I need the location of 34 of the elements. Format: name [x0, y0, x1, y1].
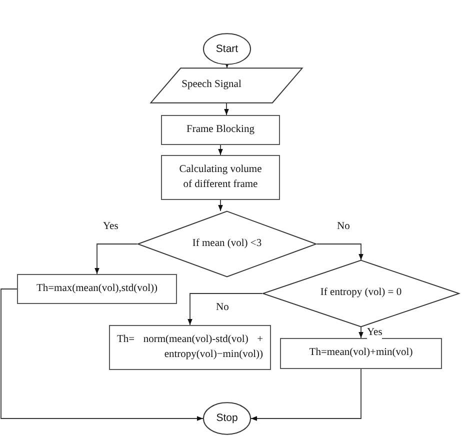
node-label: If entropy (vol) = 0 — [320, 286, 402, 300]
arrow — [250, 368, 362, 421]
terminal-oval — [203, 33, 251, 65]
node-label: Start — [216, 42, 238, 56]
edge-label: Yes — [103, 222, 118, 232]
decision-diamond — [137, 211, 317, 277]
node-label: Th=mean(vol)+min(vol) — [309, 346, 413, 360]
node-label: Th=max(mean(vol),std(vol)) — [36, 282, 158, 296]
arrow — [94, 244, 138, 274]
arrow — [188, 293, 262, 326]
process-box — [161, 155, 280, 200]
process-box — [17, 274, 177, 304]
node-label: Calculating volume of different frame — [178, 163, 263, 192]
arrow — [0, 288, 204, 421]
process-box — [109, 325, 271, 370]
node-label: Stop — [216, 411, 238, 426]
arrow — [224, 102, 229, 116]
arrow — [358, 326, 364, 338]
arrow — [218, 200, 223, 212]
arrow — [316, 244, 364, 260]
arrow — [224, 62, 230, 68]
edge-label: No — [216, 303, 229, 314]
process-box — [161, 115, 280, 145]
input-parallelogram — [150, 68, 303, 103]
node-label: Th= norm(mean(vol)-std(vol) + entropy(vol)−min(vol)) — [117, 333, 263, 362]
node-label: Frame Blocking — [186, 122, 254, 137]
node-label: Speech Signal — [182, 78, 242, 92]
node-label: If mean (vol) <3 — [192, 236, 262, 251]
terminal-oval — [203, 402, 251, 435]
edge-label: No — [337, 222, 350, 232]
arrow — [218, 144, 223, 156]
process-box — [280, 338, 442, 369]
edge-label: Yes — [367, 328, 382, 338]
decision-diamond — [262, 260, 460, 327]
